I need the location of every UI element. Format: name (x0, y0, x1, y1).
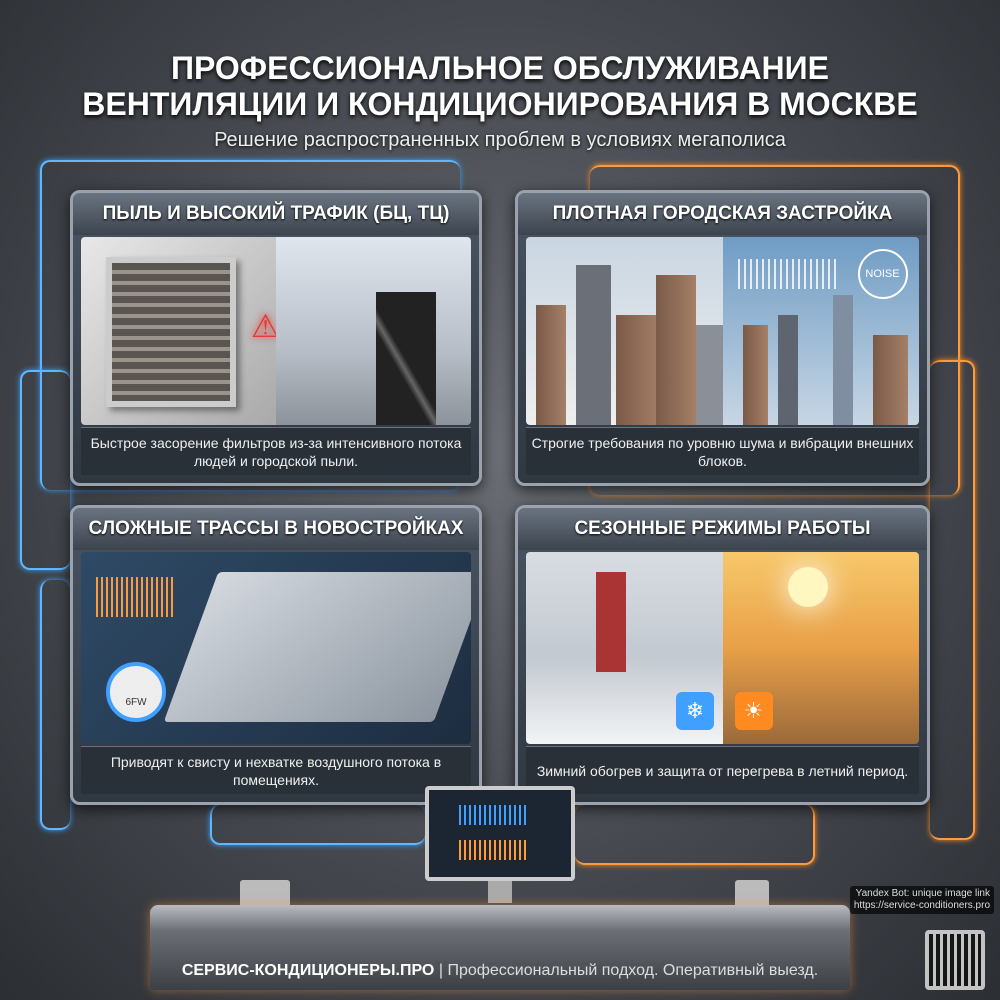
footer-tagline: Профессиональный подход. Оперативный вые… (447, 962, 819, 979)
watermark-line-1: Yandex Bot: unique image link (855, 888, 990, 899)
panel-illustration: 6FW (81, 552, 471, 744)
noise-city-image: NOISE (722, 237, 919, 425)
panel-illustration: ⚠ (81, 237, 471, 425)
footer: СЕРВИС-КОНДИЦИОНЕРЫ.ПРО | Профессиональн… (150, 962, 850, 980)
qr-code (925, 930, 985, 990)
title-line-2: ВЕНТИЛЯЦИИ И КОНДИЦИОНИРОВАНИЯ В МОСКВЕ (82, 86, 918, 122)
subtitle: Решение распространенных проблем в услов… (214, 129, 786, 151)
panel-caption: Быстрое засорение фильтров из-за интенси… (81, 427, 471, 475)
city-buildings-image (526, 237, 726, 425)
panel-caption: Приводят к свисту и нехватке воздушного … (81, 746, 471, 794)
title-line-1: ПРОФЕССИОНАЛЬНОЕ ОБСЛУЖИВАНИЕ (170, 50, 829, 86)
panel-dust-traffic: ПЫЛЬ И ВЫСОКИЙ ТРАФИК (БЦ, ТЦ) ⚠ Быстрое… (70, 190, 482, 486)
orange-circuit-line (930, 360, 975, 840)
monitor-dashboard (425, 786, 575, 881)
watermark-label: Yandex Bot: unique image link https://se… (849, 886, 994, 914)
gauge-icon: 6FW (106, 662, 166, 722)
sound-wave-icon (96, 577, 176, 617)
panel-title: СЛОЖНЫЕ ТРАССЫ В НОВОСТРОЙКАХ (73, 508, 479, 550)
watermark-link[interactable]: https://service-conditioners.pro (853, 900, 990, 911)
blue-circuit-line (40, 580, 70, 830)
blue-circuit-line (40, 160, 460, 490)
warning-icon: ⚠ (251, 308, 280, 344)
sound-wave-icon (737, 259, 838, 289)
summer-city-image: ☀ (722, 552, 919, 744)
panel-title: ПЛОТНАЯ ГОРОДСКАЯ ЗАСТРОЙКА (518, 193, 927, 235)
panel-title: ПЫЛЬ И ВЫСОКИЙ ТРАФИК (БЦ, ТЦ) (73, 193, 479, 235)
orange-circuit-line (575, 805, 815, 865)
desk (150, 905, 850, 990)
panel-caption: Зимний обогрев и защита от перегрева в л… (526, 746, 919, 794)
blue-circuit-line (210, 805, 425, 845)
brand-name: СЕРВИС-КОНДИЦИОНЕРЫ.ПРО (181, 962, 435, 979)
orange-circuit-line (590, 165, 960, 495)
page-title: ПРОФЕССИОНАЛЬНОЕ ОБСЛУЖИВАНИЕ ВЕНТИЛЯЦИИ… (0, 50, 1000, 122)
sun-icon: ☀ (734, 692, 773, 730)
snowflake-thermometer-icon: ❄ (676, 692, 714, 730)
panel-caption: Строгие требования по уровню шума и вибр… (526, 427, 919, 475)
monitor-stand (488, 881, 512, 903)
panel-illustration: ❄ ☀ (526, 552, 919, 744)
no-noise-badge: NOISE (857, 249, 908, 299)
dirty-filter-image: ⚠ (81, 237, 280, 425)
winter-moscow-image: ❄ (526, 552, 723, 744)
panel-seasonal-modes: СЕЗОННЫЕ РЕЖИМЫ РАБОТЫ ❄ ☀ Зимний обогре… (515, 505, 930, 805)
mall-escalator-image (276, 237, 471, 425)
panel-dense-city: ПЛОТНАЯ ГОРОДСКАЯ ЗАСТРОЙКА NOISE Строги… (515, 190, 930, 486)
panel-complex-ducts: СЛОЖНЫЕ ТРАССЫ В НОВОСТРОЙКАХ 6FW Привод… (70, 505, 482, 805)
footer-separator: | (438, 962, 443, 979)
panel-illustration: NOISE (526, 237, 919, 425)
panel-title: СЕЗОННЫЕ РЕЖИМЫ РАБОТЫ (518, 508, 927, 550)
duct-system-image: 6FW (81, 552, 471, 744)
blue-circuit-line (20, 370, 70, 570)
